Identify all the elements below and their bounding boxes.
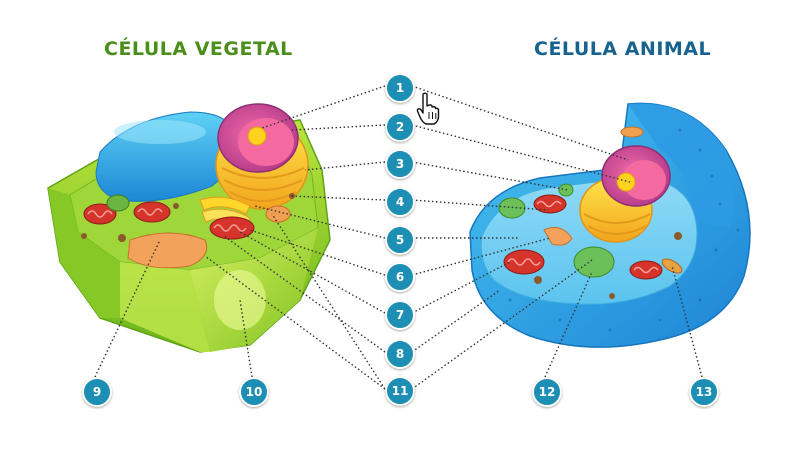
animal-cell-illustration [469, 102, 751, 348]
animal-cut-wall [628, 103, 735, 228]
animal-centriole [661, 258, 683, 274]
animal-nucleus-stripes [583, 213, 651, 235]
plant-vacuole-shine [114, 120, 206, 144]
animal-nucleus-inner [622, 160, 666, 200]
leader-lines [94, 85, 703, 390]
plant-cell-wall-light [214, 270, 266, 330]
marker-11[interactable]: 11 [385, 376, 415, 406]
plant-cell-title: CÉLULA VEGETAL [104, 38, 293, 60]
marker-8[interactable]: 8 [385, 339, 415, 369]
marker-13[interactable]: 13 [689, 377, 719, 407]
plant-nucleus-inner [238, 118, 294, 166]
marker-6[interactable]: 6 [385, 262, 415, 292]
marker-2[interactable]: 2 [385, 112, 415, 142]
hand-pointer-icon [416, 92, 440, 125]
plant-nucleolus [247, 126, 267, 146]
marker-3[interactable]: 3 [385, 149, 415, 179]
marker-12[interactable]: 12 [532, 377, 562, 407]
marker-10[interactable]: 10 [239, 377, 269, 407]
plant-wall-front [120, 262, 210, 352]
marker-7[interactable]: 7 [385, 300, 415, 330]
plant-left-wall [48, 188, 120, 318]
plant-mitochondria [83, 201, 255, 240]
animal-cell-title: CÉLULA ANIMAL [534, 38, 712, 60]
plant-golgi [199, 196, 251, 215]
animal-nucleolus [616, 172, 636, 192]
plant-chloroplast [106, 194, 130, 212]
animal-lysosome [543, 226, 573, 246]
animal-vacuole [573, 246, 615, 278]
marker-1[interactable]: 1 [385, 73, 415, 103]
marker-5[interactable]: 5 [385, 225, 415, 255]
plant-amyloplast [127, 232, 208, 269]
marker-9[interactable]: 9 [82, 377, 112, 407]
marker-4[interactable]: 4 [385, 187, 415, 217]
plant-cell-illustration [47, 103, 331, 353]
animal-mitochondria [503, 194, 663, 280]
